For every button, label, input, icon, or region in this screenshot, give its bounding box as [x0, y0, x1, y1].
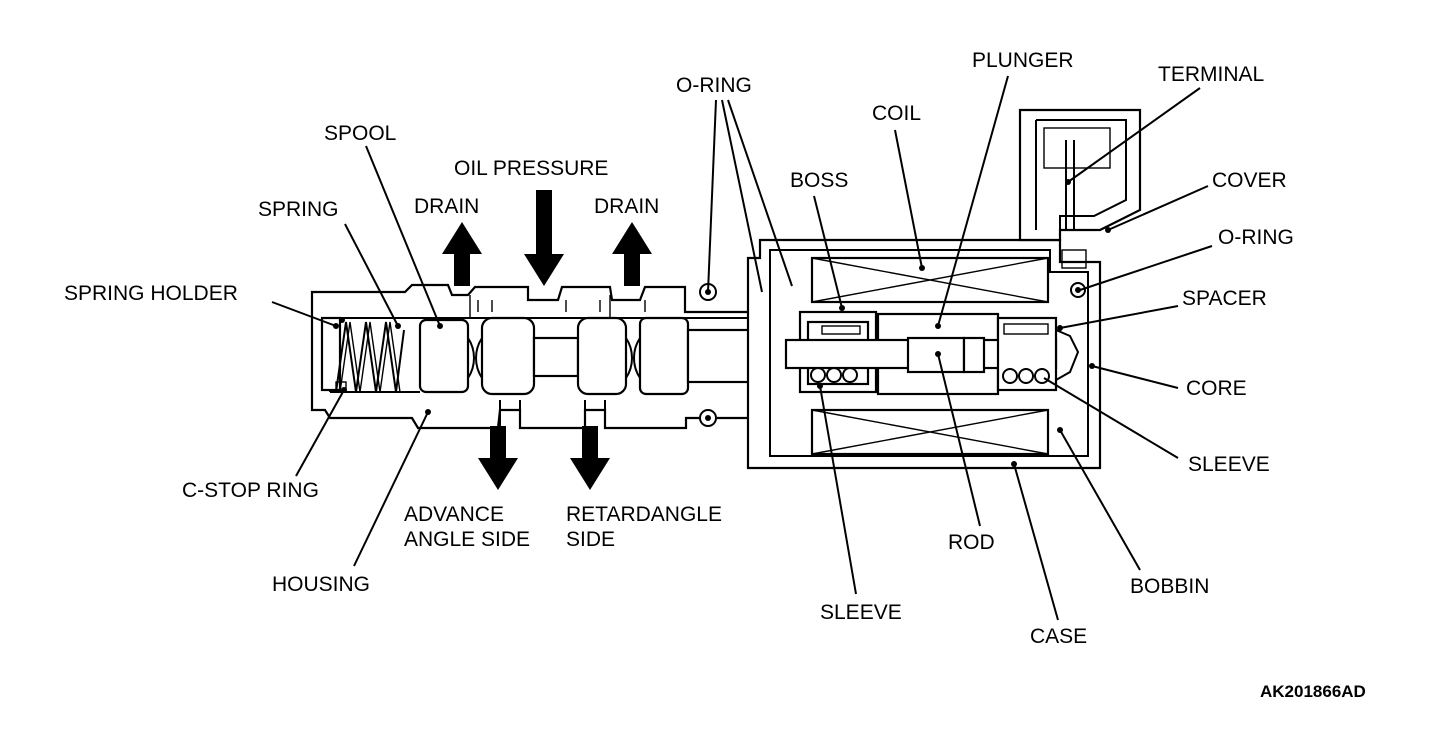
label-rod: ROD: [948, 531, 995, 554]
label-retard-2: SIDE: [566, 528, 615, 551]
label-retard-1: RETARDANGLE: [566, 503, 722, 526]
spool-land-2: [480, 316, 536, 396]
label-boss: BOSS: [790, 169, 848, 192]
label-o-ring-right: O-RING: [1218, 226, 1294, 249]
cover: [1018, 108, 1142, 242]
figure-code: AK201866AD: [1260, 682, 1366, 701]
label-drain-right: DRAIN: [594, 195, 659, 218]
advance-arrow: [478, 426, 518, 490]
label-c-stop-ring: C-STOP RING: [182, 479, 319, 502]
core: [1055, 329, 1080, 381]
housing-grooves: [469, 295, 646, 318]
label-o-ring-top: O-RING: [676, 74, 752, 97]
spool-land-4: [638, 316, 690, 396]
drain-left-arrow: [442, 222, 482, 286]
label-spacer: SPACER: [1182, 287, 1267, 310]
spool-neck-1: [532, 336, 580, 378]
spool-land-3: [576, 316, 628, 396]
label-terminal: TERMINAL: [1158, 63, 1264, 86]
label-housing: HOUSING: [272, 573, 370, 596]
label-sleeve-bottom: SLEEVE: [820, 601, 902, 624]
leader-lines: [271, 75, 1213, 621]
label-drain-left: DRAIN: [414, 195, 479, 218]
retard-arrow: [570, 426, 610, 490]
label-spring: SPRING: [258, 198, 339, 221]
callout-labels: SPRING HOLDER SPRING SPOOL DRAIN OIL PRE…: [64, 49, 1366, 701]
label-core: CORE: [1186, 377, 1247, 400]
oil-pressure-arrow: [524, 190, 564, 286]
flow-arrows: [442, 190, 652, 490]
label-advance-2: ANGLE SIDE: [404, 528, 530, 551]
label-spring-holder: SPRING HOLDER: [64, 282, 238, 305]
label-coil: COIL: [872, 102, 921, 125]
label-spool: SPOOL: [324, 122, 396, 145]
label-plunger: PLUNGER: [972, 49, 1074, 72]
valve-drawing: [310, 108, 1142, 470]
label-oil-pressure: OIL PRESSURE: [454, 157, 608, 180]
label-bobbin: BOBBIN: [1130, 575, 1209, 598]
c-stop-ring: [335, 381, 347, 393]
spring-holder: [320, 316, 342, 392]
drain-right-arrow: [612, 222, 652, 286]
label-case: CASE: [1030, 625, 1087, 648]
spool-land-1: [418, 318, 470, 394]
label-cover: COVER: [1212, 169, 1287, 192]
label-sleeve-right: SLEEVE: [1188, 453, 1270, 476]
label-advance-1: ADVANCE: [404, 503, 504, 526]
